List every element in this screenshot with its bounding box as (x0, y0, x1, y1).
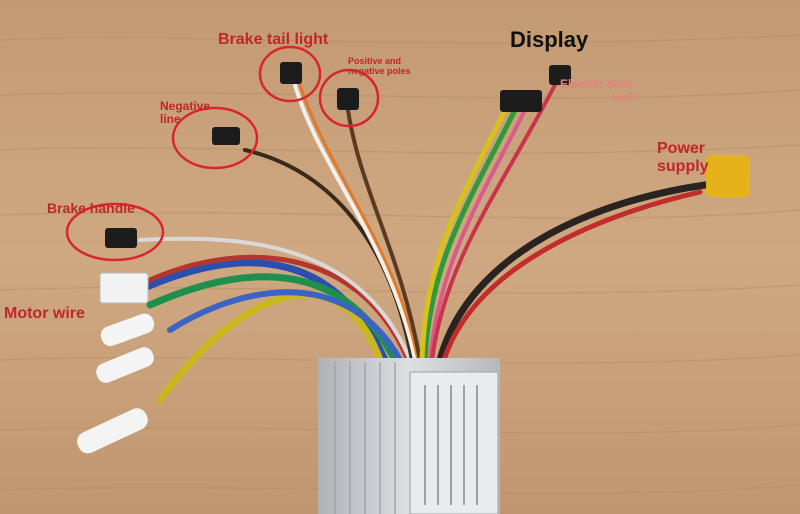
tail-light-wire-orange (298, 83, 420, 362)
circle-negative (171, 106, 259, 170)
motor-plug-2 (96, 347, 154, 383)
circle-tail-light (258, 45, 322, 103)
label-lock-line1: Electric door (560, 77, 634, 91)
label-lock-line2: lock (612, 90, 637, 105)
motor-plug-3 (77, 408, 148, 454)
label-positive-negative-poles: Positive and negative poles (348, 56, 411, 77)
label-display: Display (510, 27, 589, 52)
controller-box (318, 358, 500, 514)
display-wire-yellow (419, 107, 508, 363)
display-wire-green (422, 107, 518, 363)
pole-connector (337, 88, 359, 110)
motor-hall-connector (99, 272, 149, 304)
wire-bundle (136, 83, 709, 404)
lock-wire (430, 83, 557, 362)
label-electric-door-lock: Electric door lock (560, 77, 637, 105)
motor-plug-1 (100, 313, 155, 347)
display-connector (500, 90, 542, 112)
label-negative-line1: Negative (160, 99, 211, 113)
circle-poles (318, 68, 380, 128)
connectors (77, 62, 750, 454)
display-wire-pink (428, 108, 527, 362)
label-poles-line2: negative poles (348, 65, 411, 76)
controller-sticker (409, 371, 499, 514)
label-motor-wire: Motor wire (4, 305, 85, 322)
label-power-supply: Power supply (657, 140, 709, 175)
pole-wire (346, 108, 422, 362)
power-wire-black (436, 181, 709, 364)
label-negative-line2: line (160, 112, 181, 127)
power-wire-red (441, 189, 703, 363)
tail-light-wire-white (293, 83, 417, 362)
label-power-line2: supply (657, 157, 709, 175)
annotation-circles (65, 45, 380, 262)
negative-connector (212, 127, 240, 145)
lock-connector (549, 65, 571, 85)
brake-handle-wire (138, 236, 412, 362)
tail-light-connector (280, 62, 302, 84)
label-brake-tail-light: Brake tail light (218, 31, 329, 48)
label-negative-line: Negative line (160, 99, 211, 127)
circle-brake-handle (65, 202, 165, 262)
power-connector (706, 155, 750, 197)
brake-handle-connector (105, 228, 137, 248)
label-brake-handle: Brake handle (47, 200, 135, 216)
label-power-line1: Power (657, 140, 706, 157)
motor-wire-yellow (156, 291, 384, 404)
label-poles-line1: Positive and (348, 56, 402, 66)
